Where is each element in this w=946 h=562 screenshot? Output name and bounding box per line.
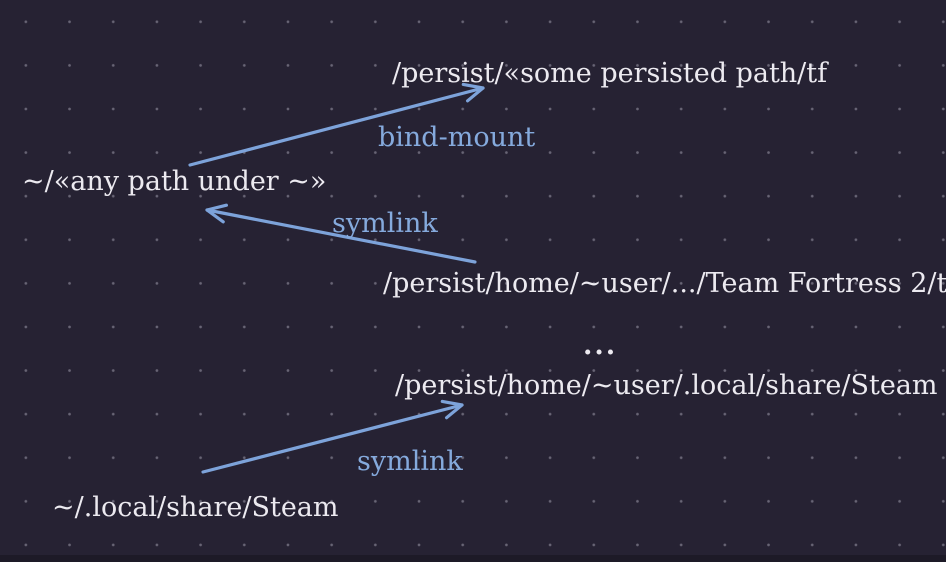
edge-label-symlink-upper: symlink — [332, 208, 438, 239]
ellipsis-between-paths: ... — [583, 330, 618, 361]
node-persist-some-path: /persist/«some persisted path/tf — [392, 58, 828, 89]
symlink-arrow-upper-head — [205, 203, 228, 224]
node-persist-home-steam: /persist/home/~user/.local/share/Steam — [395, 370, 938, 401]
symlink-arrow-lower-head — [440, 399, 464, 420]
node-home-any-path: ~/«any path under ~» — [22, 166, 327, 197]
node-persist-home-tf: /persist/home/~user/.../Team Fortress 2/… — [383, 268, 946, 299]
edge-label-symlink-lower: symlink — [357, 446, 463, 477]
edge-label-bind-mount: bind-mount — [378, 122, 536, 153]
node-home-steam: ~/.local/share/Steam — [52, 492, 339, 523]
bottom-edge-strip — [0, 555, 946, 562]
